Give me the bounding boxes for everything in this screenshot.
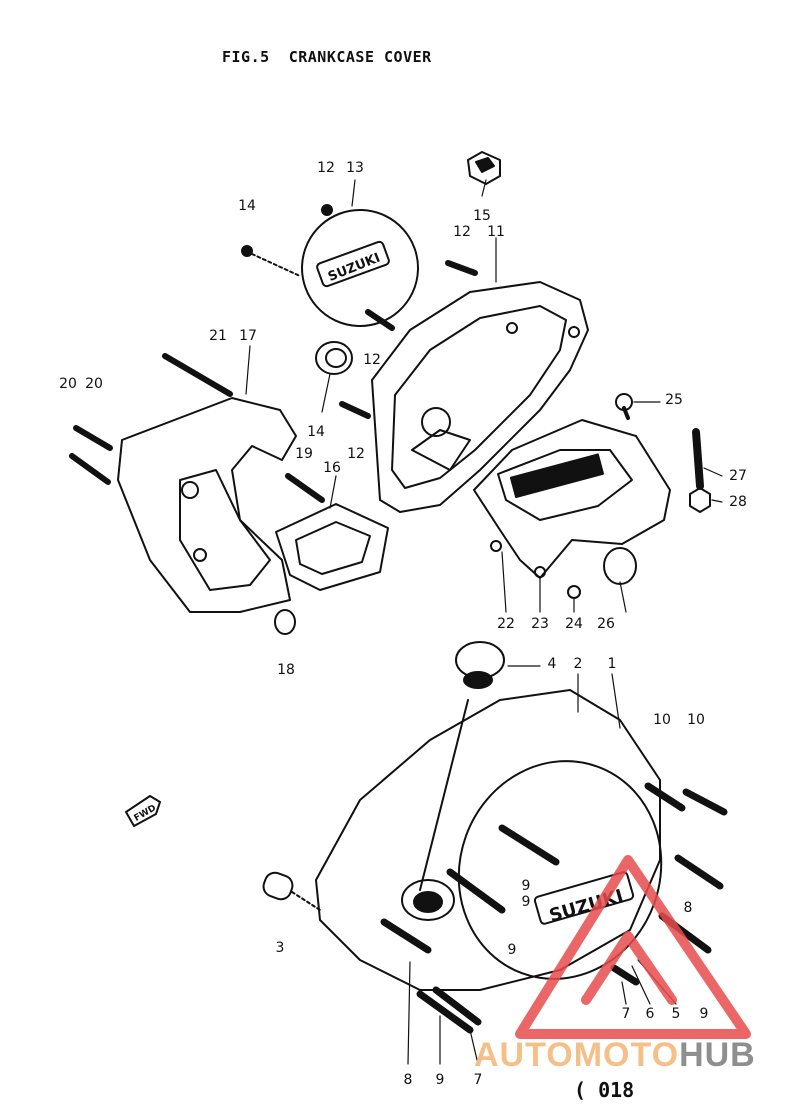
part-28-29-stud-nut bbox=[689, 428, 711, 513]
part-14-screws bbox=[241, 204, 333, 277]
callout-12: 12 bbox=[347, 446, 365, 462]
callout-15: 15 bbox=[473, 208, 491, 224]
callout-17: 17 bbox=[239, 328, 257, 344]
callout-20: 20 bbox=[85, 376, 103, 392]
bolts-20-21-22 bbox=[69, 353, 325, 503]
callout-6: 6 bbox=[646, 1006, 655, 1022]
callout-12: 12 bbox=[363, 352, 381, 368]
callout-4: 4 bbox=[548, 656, 557, 672]
part-16-clip bbox=[467, 151, 501, 185]
callout-9: 9 bbox=[522, 894, 531, 910]
callout-18: 18 bbox=[277, 662, 295, 678]
callout-14: 14 bbox=[307, 424, 325, 440]
footer-code: ( 018 bbox=[574, 1078, 634, 1102]
watermark-part2: HUB bbox=[679, 1036, 756, 1074]
part-12-screws bbox=[339, 260, 478, 419]
part-4-oil-filler-cap bbox=[419, 641, 505, 891]
figure-name: CRANKCASE COVER bbox=[288, 48, 432, 66]
callout-9: 9 bbox=[508, 942, 517, 958]
callout-10: 10 bbox=[687, 712, 705, 728]
emblem-text-small: SUZUKI bbox=[326, 251, 382, 285]
callout-28: 28 bbox=[729, 494, 747, 510]
callout-7: 7 bbox=[474, 1072, 483, 1088]
callout-8: 8 bbox=[404, 1072, 413, 1088]
callout-12: 12 bbox=[317, 160, 335, 176]
part-23-24-cover bbox=[473, 419, 671, 585]
part-17-plate bbox=[275, 503, 389, 591]
callout-21: 21 bbox=[209, 328, 227, 344]
callout-2: 2 bbox=[574, 656, 583, 672]
callout-9: 9 bbox=[436, 1072, 445, 1088]
callout-27: 27 bbox=[729, 468, 747, 484]
callout-13: 13 bbox=[346, 160, 364, 176]
watermark-logo bbox=[515, 855, 751, 1039]
callout-24: 24 bbox=[565, 616, 583, 632]
callout-1: 1 bbox=[608, 656, 617, 672]
footer-code-value: 018 bbox=[598, 1078, 635, 1102]
part-18-bracket bbox=[117, 397, 297, 613]
part-1-2-crankcase-cover: SUZUKI bbox=[315, 689, 663, 991]
callout-8: 8 bbox=[684, 900, 693, 916]
callout-11: 11 bbox=[487, 224, 505, 240]
callout-10: 10 bbox=[653, 712, 671, 728]
part-15-seal bbox=[315, 341, 353, 375]
part-19-collar bbox=[274, 609, 296, 635]
part-3-dowel bbox=[262, 871, 321, 911]
callout-3: 3 bbox=[276, 940, 285, 956]
part-11-sprocket-cover bbox=[371, 281, 589, 513]
cover-bolts bbox=[380, 782, 728, 1034]
forward-arrow: FWD bbox=[125, 795, 161, 827]
callout-23: 23 bbox=[531, 616, 549, 632]
figure-label: FIG.5 bbox=[222, 48, 270, 66]
callout-20: 20 bbox=[59, 376, 77, 392]
callout-7: 7 bbox=[622, 1006, 631, 1022]
callout-9: 9 bbox=[700, 1006, 709, 1022]
leader-lines bbox=[245, 179, 723, 1065]
callout-5: 5 bbox=[672, 1006, 681, 1022]
callout-19: 19 bbox=[295, 446, 313, 462]
callout-22: 22 bbox=[497, 616, 515, 632]
watermark-text: AUTOMOTOHUB bbox=[474, 1036, 756, 1075]
callout-14: 14 bbox=[238, 198, 256, 214]
figure-title: FIG.5 CRANKCASE COVER bbox=[222, 48, 432, 66]
watermark-part1: AUTOMOTO bbox=[474, 1036, 680, 1074]
callout-26: 26 bbox=[597, 616, 615, 632]
part-13-round-cover: SUZUKI bbox=[301, 209, 419, 327]
callout-9: 9 bbox=[522, 878, 531, 894]
callout-25: 25 bbox=[665, 392, 683, 408]
callout-12: 12 bbox=[453, 224, 471, 240]
callout-16: 16 bbox=[323, 460, 341, 476]
footer-mark: ( bbox=[574, 1078, 587, 1102]
